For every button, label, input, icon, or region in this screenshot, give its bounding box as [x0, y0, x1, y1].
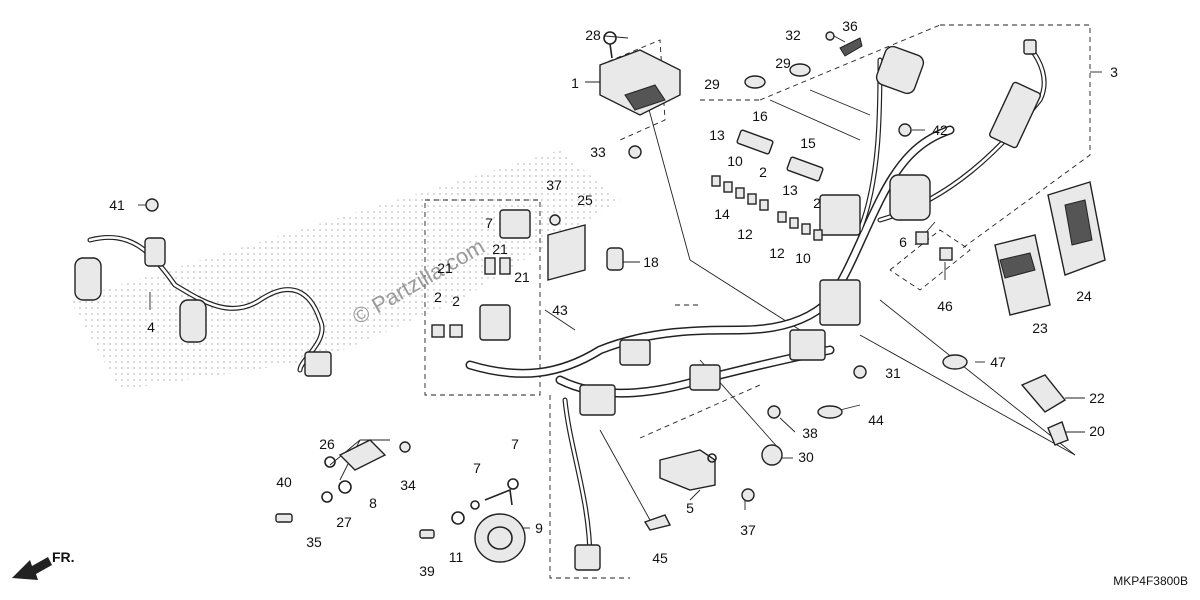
callout-1: 1: [571, 75, 579, 91]
callout-28: 28: [585, 27, 601, 43]
fasteners: [399, 31, 968, 502]
callout-2: 2: [813, 195, 821, 211]
callout-20: 20: [1089, 423, 1105, 439]
group-outlines: [424, 24, 1091, 579]
relay-assembly: [431, 209, 624, 341]
callout-35: 35: [306, 534, 322, 550]
callout-41: 41: [109, 197, 125, 213]
callout-40: 40: [276, 474, 292, 490]
callout-21: 21: [437, 260, 453, 276]
callout-15: 15: [800, 135, 816, 151]
callout-31: 31: [885, 365, 901, 381]
front-arrow-icon: [12, 557, 52, 580]
callout-2: 2: [434, 289, 442, 305]
callout-10: 10: [795, 250, 811, 266]
callout-46: 46: [937, 298, 953, 314]
callout-36: 36: [842, 18, 858, 34]
main-wire-harness-part-3: [465, 39, 1047, 571]
callout-33: 33: [590, 144, 606, 160]
callout-13: 13: [782, 182, 798, 198]
callout-10: 10: [727, 153, 743, 169]
callout-29: 29: [704, 76, 720, 92]
front-label: FR.: [52, 549, 75, 565]
callout-3: 3: [1110, 64, 1118, 80]
leader-lines: [138, 35, 1102, 529]
callout-44: 44: [868, 412, 884, 428]
callout-16: 16: [752, 108, 768, 124]
callout-43: 43: [552, 302, 568, 318]
callout-25: 25: [577, 192, 593, 208]
callout-2: 2: [759, 164, 767, 180]
callout-30: 30: [798, 449, 814, 465]
callout-26: 26: [319, 436, 335, 452]
callout-22: 22: [1089, 390, 1105, 406]
callout-12: 12: [737, 226, 753, 242]
callout-7: 7: [511, 436, 519, 452]
callout-21: 21: [514, 269, 530, 285]
callout-39: 39: [419, 563, 435, 579]
callout-8: 8: [369, 495, 377, 511]
callout-6: 6: [899, 234, 907, 250]
callout-7: 7: [473, 460, 481, 476]
callout-27: 27: [336, 514, 352, 530]
callout-38: 38: [802, 425, 818, 441]
callout-13: 13: [709, 127, 725, 143]
callout-9: 9: [535, 520, 543, 536]
fuse-set: [711, 129, 824, 241]
callout-7: 7: [485, 215, 493, 231]
callout-24: 24: [1076, 288, 1092, 304]
callout-23: 23: [1032, 320, 1048, 336]
dotted-shading-band: [70, 150, 620, 390]
callout-47: 47: [990, 354, 1006, 370]
callout-21: 21: [492, 241, 508, 257]
callout-42: 42: [932, 122, 948, 138]
callout-18: 18: [643, 254, 659, 270]
callout-45: 45: [652, 550, 668, 566]
callout-5: 5: [686, 500, 694, 516]
callout-37: 37: [546, 177, 562, 193]
drawing-code: MKP4F3800B: [1113, 574, 1188, 588]
front-direction-indicator: FR.: [12, 549, 75, 580]
callout-32: 32: [785, 27, 801, 43]
control-units: [994, 181, 1106, 446]
callout-34: 34: [400, 477, 416, 493]
callout-37: 37: [740, 522, 756, 538]
bracket-part-5: [643, 449, 717, 531]
ecu-module-part-1: [599, 31, 681, 159]
callout-29: 29: [775, 55, 791, 71]
callout-4: 4: [147, 319, 155, 335]
callout-labels: 1 2 2 2 2 3 4 5 6 7 7 7 8 9 10 10 11 12 …: [109, 18, 1118, 579]
callout-14: 14: [714, 206, 730, 222]
callout-12: 12: [769, 245, 785, 261]
left-sub-harness-part-4: [74, 198, 332, 377]
horn-assembly: [275, 439, 526, 563]
callout-2: 2: [452, 293, 460, 309]
callout-11: 11: [449, 549, 464, 565]
